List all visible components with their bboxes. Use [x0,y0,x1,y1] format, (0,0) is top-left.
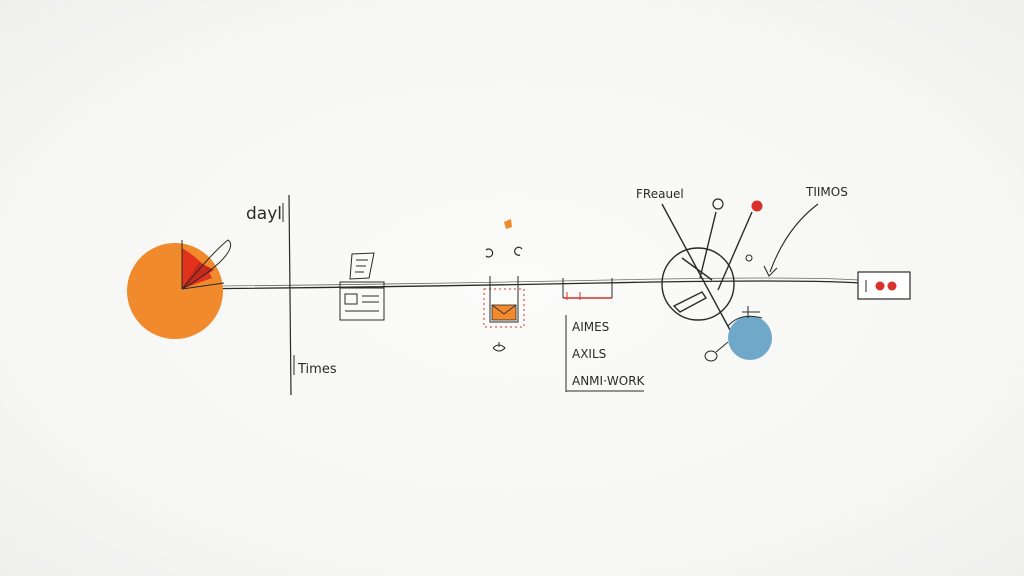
note-1: AIMES [572,320,609,334]
blue-drop-icon [715,306,772,360]
pointer-arrow [769,203,819,273]
day-label: dayl [246,204,282,224]
document-card-icon [339,252,385,321]
red-dot [751,200,763,212]
pie-chart-icon [127,239,232,339]
timeline-line [181,280,861,290]
times-left-label: Times [297,362,337,377]
floating-marks [485,219,523,352]
note-2: AXILS [572,347,606,361]
envelope-box-icon [483,276,525,328]
small-dot [745,254,753,262]
magnifier-circle-icon [661,203,753,331]
end-node-box [857,271,911,300]
hollow-dot [712,198,724,210]
times-top-right-label: TIIMOS [805,185,848,199]
vertical-axis [288,194,292,396]
freq-label: FReauel [636,187,684,201]
timeline-line-shadow [221,277,859,287]
note-3: ANMI·WORK [572,374,646,388]
small-bead [704,350,718,362]
range-marker [562,278,613,300]
